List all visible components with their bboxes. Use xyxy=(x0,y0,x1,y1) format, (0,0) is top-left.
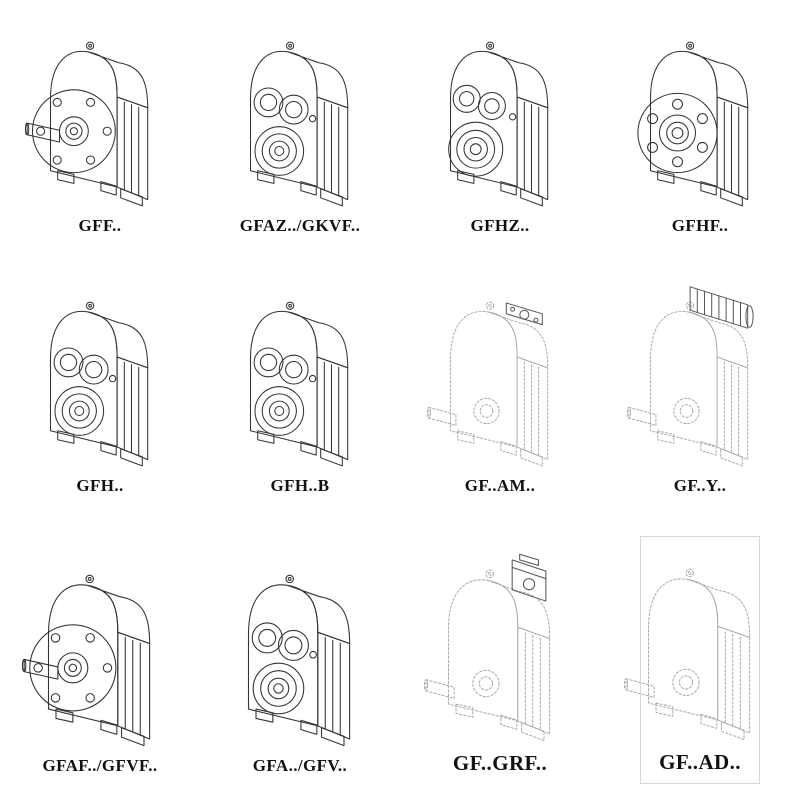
product-cell: GFHF.. xyxy=(637,16,760,244)
input-adapter xyxy=(511,553,547,602)
product-label: GF..AM.. xyxy=(464,476,536,495)
gearbox-drawing-hollow xyxy=(247,574,351,747)
product-label: GFHF.. xyxy=(671,216,729,235)
motor-block xyxy=(689,286,754,329)
product-cell: GFHZ.. xyxy=(440,16,560,244)
top-flange xyxy=(505,302,543,326)
gearbox-drawing-hollow xyxy=(249,41,349,207)
gearbox-drawing-flange xyxy=(637,41,749,207)
product-cell: GF..AD.. xyxy=(623,536,760,784)
product-cell: GF..AM.. xyxy=(426,276,560,504)
product-label: GFHZ.. xyxy=(470,216,530,235)
product-cell: GFF.. xyxy=(24,16,160,244)
gearbox-drawing-shaft-topflange xyxy=(426,301,549,467)
product-cell: GFH..B xyxy=(240,276,360,504)
product-cell: GFH.. xyxy=(40,276,160,504)
gearbox-drawing-flange-shaft xyxy=(24,41,149,207)
product-cell: GF..Y.. xyxy=(626,276,760,504)
product-cell: GFAZ../GKVF.. xyxy=(240,16,360,244)
product-label: GF..AD.. xyxy=(659,750,741,774)
gearbox-drawing-flange-shaft xyxy=(21,574,151,747)
product-label: GF..GRF.. xyxy=(452,751,548,775)
product-cell: GFAF../GFVF.. xyxy=(21,536,160,784)
product-label: GFH.. xyxy=(76,476,124,495)
product-label: GFAZ../GKVF.. xyxy=(239,216,361,235)
gearbox-drawing-shaft-adapter xyxy=(423,553,551,742)
product-label: GFAF../GFVF.. xyxy=(42,756,158,775)
product-label: GFH..B xyxy=(270,476,330,495)
gearbox-drawing-shaft xyxy=(623,568,751,741)
product-label: GF..Y.. xyxy=(673,476,727,495)
gearbox-drawing-hollow xyxy=(49,301,149,467)
gearbox-drawing-shaft-motor xyxy=(626,286,754,467)
product-cell: GFA../GFV.. xyxy=(240,536,360,784)
gearbox-drawing-hollow-alt xyxy=(448,41,549,207)
product-label: GFA../GFV.. xyxy=(252,756,348,775)
product-label: GFF.. xyxy=(78,216,122,235)
product-cell: GF..GRF.. xyxy=(423,536,560,784)
gearbox-drawing-hollow xyxy=(249,301,349,467)
